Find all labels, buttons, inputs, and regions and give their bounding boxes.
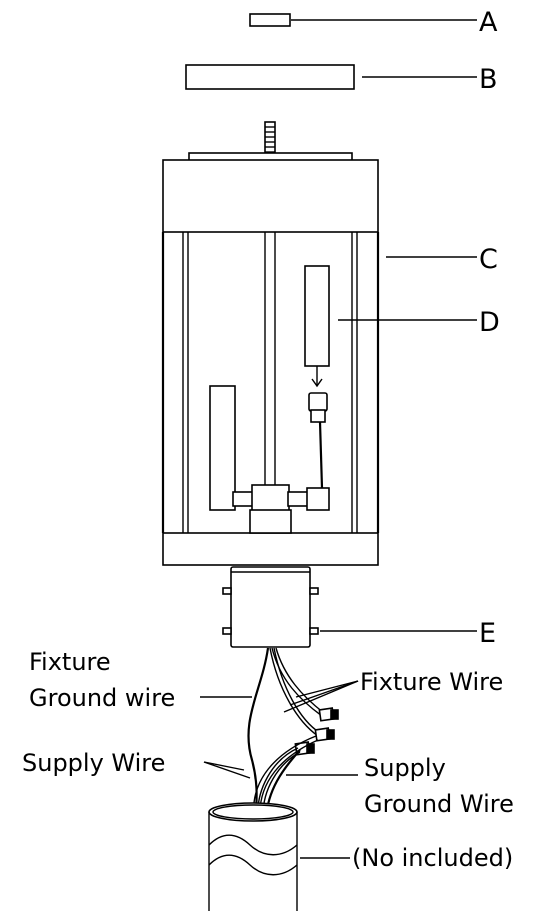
- wire-bundle: [247, 647, 339, 819]
- label-not-included: (No included): [352, 844, 513, 872]
- label-a: A: [479, 7, 498, 38]
- left-candle-sleeve: [209, 385, 236, 511]
- label-fixture-ground-line2: Ground wire: [29, 684, 175, 712]
- part-e-mounting-collar: [222, 566, 477, 648]
- label-supply-ground-line1: Supply: [364, 754, 446, 782]
- part-b-top-plate: [185, 64, 477, 90]
- label-fixture-wire: Fixture Wire: [360, 668, 503, 696]
- label-e: E: [479, 618, 496, 649]
- label-fixture-ground-line1: Fixture: [29, 648, 111, 676]
- part-c-lantern-housing: [161, 152, 477, 566]
- label-supply-wire: Supply Wire: [22, 749, 165, 777]
- pole: [208, 802, 298, 911]
- label-c: C: [479, 244, 498, 275]
- label-d: D: [479, 307, 500, 338]
- label-b: B: [479, 64, 498, 95]
- label-supply-ground-line2: Ground Wire: [364, 790, 514, 818]
- part-d-bulb: [304, 265, 477, 489]
- center-rod: [264, 232, 276, 488]
- part-a-cap-nut: [249, 13, 477, 27]
- socket-cluster: [232, 484, 330, 534]
- callout-lines: [200, 680, 359, 859]
